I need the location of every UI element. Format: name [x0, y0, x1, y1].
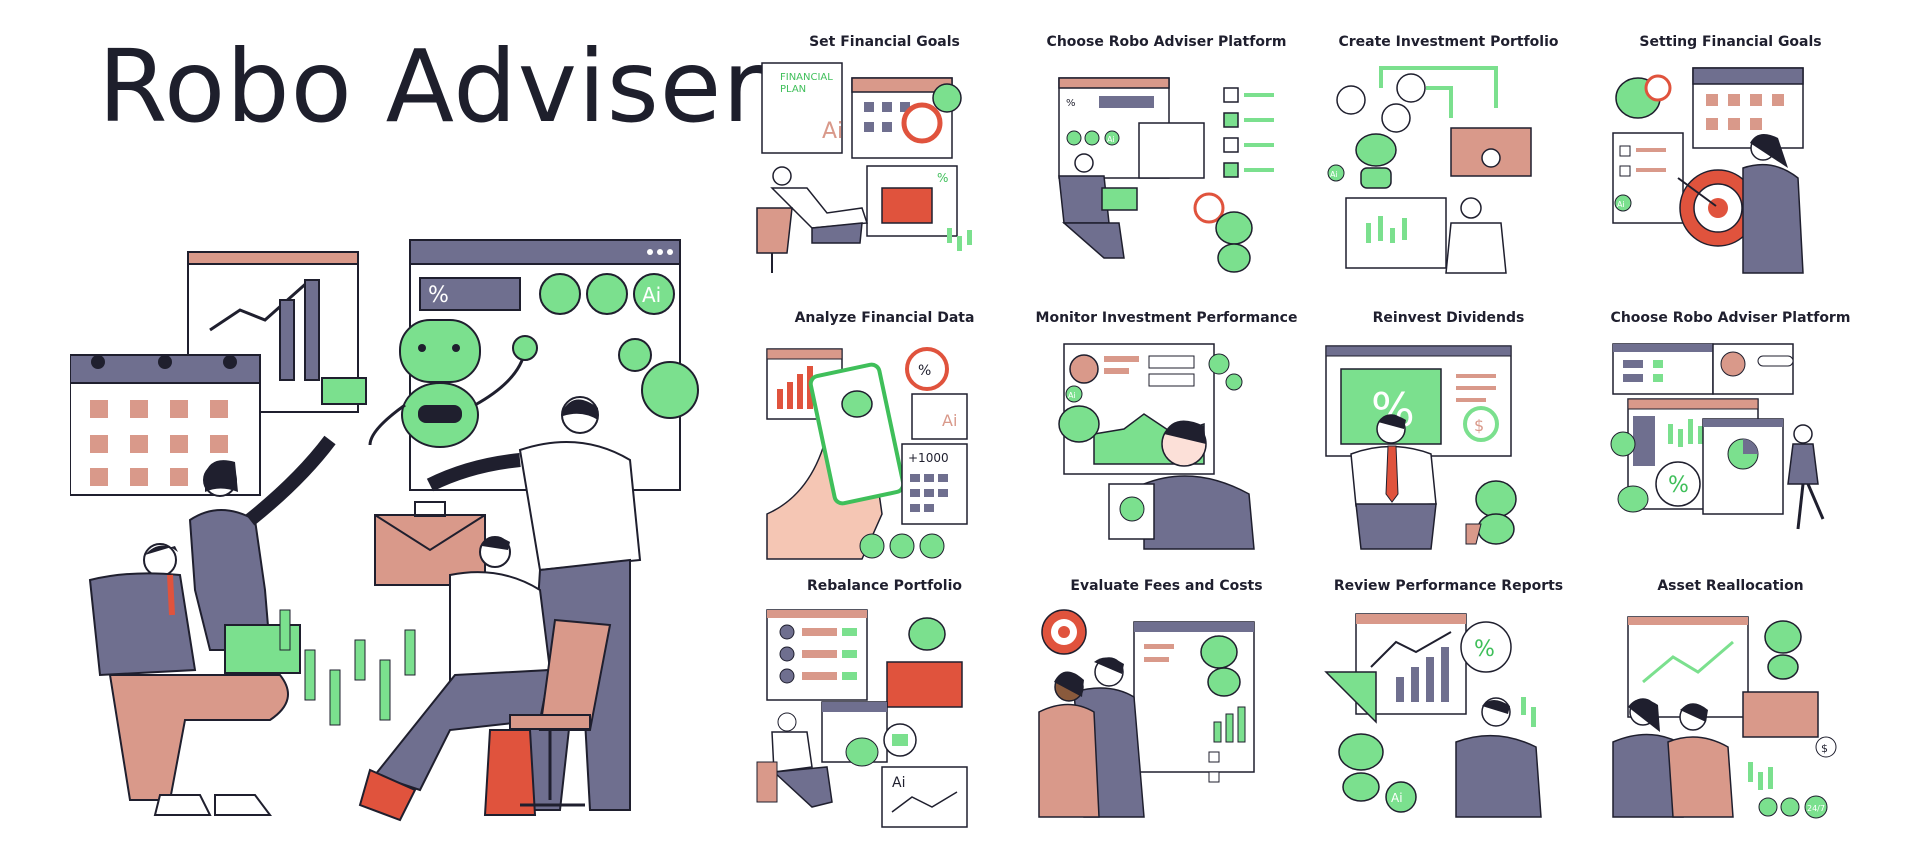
tile-caption: Create Investment Portfolio — [1338, 34, 1559, 50]
svg-text:+1000: +1000 — [908, 451, 949, 465]
tile-create-investment-portfolio: Create Investment Portfolio Ai — [1316, 34, 1581, 302]
tile-illustration — [1038, 609, 1255, 818]
candlestick-chart — [279, 609, 416, 726]
svg-text:$: $ — [1474, 416, 1484, 435]
svg-text:%: % — [1066, 98, 1076, 109]
ai-label: Ai — [642, 283, 661, 307]
tile-analyze-financial-data: Analyze Financial Data % Ai +1000 — [752, 310, 1017, 578]
svg-text:Ai: Ai — [1107, 135, 1115, 144]
svg-text:%: % — [918, 363, 931, 379]
svg-text:FINANCIAL: FINANCIAL — [780, 72, 833, 83]
tile-illustration: Ai — [1327, 66, 1532, 274]
steps-grid: Set Financial Goals FINANCIAL PLAN Ai % … — [752, 34, 1892, 834]
tile-caption: Rebalance Portfolio — [806, 578, 963, 594]
tile-evaluate-fees-and-costs: Evaluate Fees and Costs — [1034, 578, 1299, 846]
seated-woman-figure — [358, 536, 552, 822]
tile-illustration: Ai — [1058, 343, 1255, 550]
tile-caption: Review Performance Reports — [1333, 578, 1564, 594]
tile-caption: Choose Robo Adviser Platform — [1610, 310, 1851, 326]
svg-text:%: % — [937, 171, 948, 185]
tile-illustration: % — [1610, 343, 1825, 530]
tile-reinvest-dividends: Reinvest Dividends % $ — [1316, 310, 1581, 578]
svg-text:%: % — [1474, 637, 1495, 662]
svg-text:Ai: Ai — [1391, 791, 1403, 805]
folder-icon — [321, 377, 367, 405]
svg-text:Ai: Ai — [1617, 200, 1625, 209]
tile-asset-reallocation: Asset Reallocation $ 24/7 — [1598, 578, 1863, 846]
tile-illustration: FINANCIAL PLAN Ai % — [756, 62, 972, 273]
percent-label: % — [428, 283, 449, 308]
tile-caption: Evaluate Fees and Costs — [1070, 578, 1263, 594]
svg-text:Ai: Ai — [822, 119, 843, 144]
svg-text:%: % — [1668, 473, 1689, 498]
chair-icon — [509, 618, 612, 807]
woman-figure — [188, 435, 336, 651]
tile-caption: Asset Reallocation — [1657, 578, 1804, 594]
calendar-icon — [70, 354, 261, 496]
tile-illustration: % Ai — [1058, 77, 1274, 273]
svg-text:Ai: Ai — [1068, 391, 1076, 400]
tile-choose-robo-adviser-platform: Choose Robo Adviser Platform % Ai — [1034, 34, 1299, 302]
tile-monitor-investment-performance: Monitor Investment Performance Ai — [1034, 310, 1299, 578]
tile-caption: Set Financial Goals — [809, 34, 960, 50]
tile-caption: Setting Financial Goals — [1639, 34, 1822, 50]
tile-caption: Reinvest Dividends — [1372, 310, 1525, 326]
svg-text:Ai: Ai — [892, 775, 905, 791]
svg-text:PLAN: PLAN — [780, 84, 806, 95]
tile-illustration: $ 24/7 — [1612, 616, 1837, 819]
tile-illustration: % Ai +1000 — [766, 347, 968, 560]
tile-illustration: Ai — [1612, 67, 1804, 274]
page-title: Robo Adviser — [98, 28, 765, 145]
hero-illustration: % Ai — [70, 239, 699, 822]
tile-caption: Analyze Financial Data — [794, 310, 975, 326]
tile-illustration: % Ai — [1324, 613, 1542, 818]
svg-text:Ai: Ai — [942, 411, 957, 430]
robot-icon — [368, 319, 538, 448]
tile-caption: Choose Robo Adviser Platform — [1046, 34, 1287, 50]
tile-rebalance-portfolio: Rebalance Portfolio Ai — [752, 578, 1017, 846]
seated-man-figure — [88, 543, 301, 816]
tile-review-performance-reports: Review Performance Reports % Ai — [1316, 578, 1581, 846]
svg-text:$: $ — [1821, 742, 1828, 755]
tile-illustration: Ai — [756, 609, 968, 828]
tile-caption: Monitor Investment Performance — [1035, 310, 1298, 326]
tile-choose-robo-adviser-platform-2: Choose Robo Adviser Platform % — [1598, 310, 1863, 578]
tile-set-financial-goals: Set Financial Goals FINANCIAL PLAN Ai % — [752, 34, 1017, 302]
tile-setting-financial-goals: Setting Financial Goals Ai — [1598, 34, 1863, 302]
svg-text:Ai: Ai — [1330, 170, 1338, 179]
tile-illustration: % $ — [1325, 345, 1517, 550]
svg-text:24/7: 24/7 — [1807, 804, 1825, 813]
